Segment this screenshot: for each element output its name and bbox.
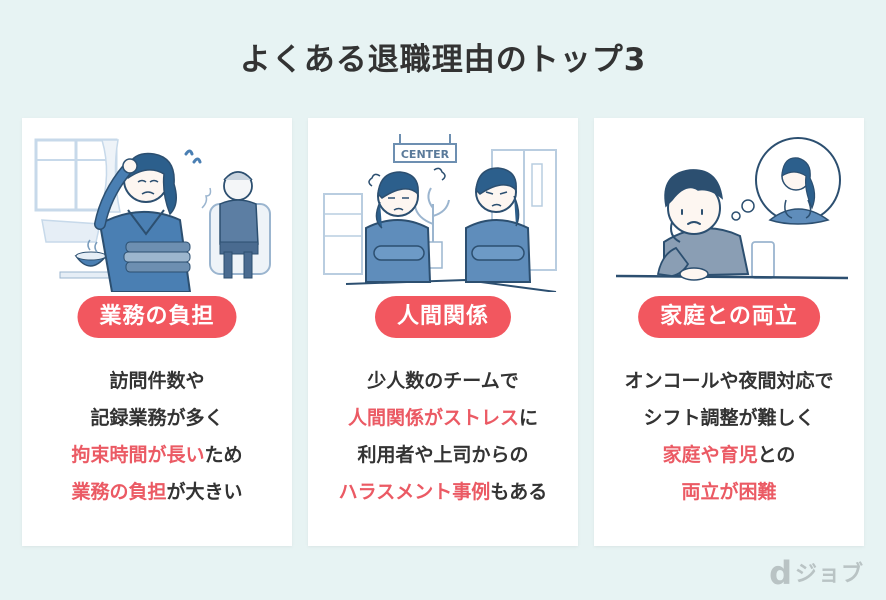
desc-line: オンコールや夜間対応で <box>594 363 864 400</box>
desc-highlight: ハラスメント事例 <box>338 481 491 503</box>
desc-text: 少人数のチームで <box>367 370 519 392</box>
desc-text: もある <box>490 481 548 503</box>
desc-text: オンコールや夜間対応で <box>624 370 834 392</box>
desc-text: 利用者や上司からの <box>357 444 529 466</box>
reason-badge: 家庭との両立 <box>638 296 820 338</box>
reason-card-family-balance: 家庭との両立 オンコールや夜間対応で シフト調整が難しく 家庭や育児との 両立が… <box>594 118 864 546</box>
child-thinking-illustration-icon <box>615 137 849 281</box>
desc-text: との <box>757 444 796 466</box>
desc-highlight: 業務の負担 <box>71 481 167 503</box>
desc-text: シフト調整が難しく <box>643 407 815 429</box>
stressed-nurse-illustration-icon <box>34 138 271 292</box>
desc-highlight: 拘束時間が長い <box>71 444 205 466</box>
desc-line: 業務の負担が大きい <box>22 474 292 511</box>
reason-card-relationships: CENTER 人間関係 少人数のチームで 人間関係 <box>308 118 578 546</box>
logo-mark: d <box>769 554 792 592</box>
reason-description: オンコールや夜間対応で シフト調整が難しく 家庭や育児との 両立が困難 <box>594 363 864 511</box>
page-title: よくある退職理由のトップ3 <box>239 42 647 78</box>
desc-line: 家庭や育児との <box>594 437 864 474</box>
desc-line: 記録業務が多く <box>22 400 292 437</box>
nurses-arguing-illustration-icon: CENTER <box>323 134 557 292</box>
desc-text: 訪問件数や <box>109 370 205 392</box>
reason-badge: 人間関係 <box>374 296 512 338</box>
logo-text: ジョブ <box>794 562 864 587</box>
desc-highlight: 家庭や育児 <box>662 444 758 466</box>
desc-text: に <box>519 407 539 429</box>
d-job-logo: d ジョブ <box>769 554 864 592</box>
desc-line: シフト調整が難しく <box>594 400 864 437</box>
desc-highlight: 人間関係がストレス <box>347 407 519 429</box>
reason-description: 少人数のチームで 人間関係がストレスに 利用者や上司からの ハラスメント事例もあ… <box>308 363 578 511</box>
desc-line: 少人数のチームで <box>308 363 578 400</box>
desc-line: 訪問件数や <box>22 363 292 400</box>
center-sign-text: CENTER <box>401 148 450 161</box>
reason-badge: 業務の負担 <box>77 296 237 338</box>
desc-line: 人間関係がストレスに <box>308 400 578 437</box>
desc-text: 記録業務が多く <box>90 407 224 429</box>
desc-line: 両立が困難 <box>594 474 864 511</box>
desc-line: 利用者や上司からの <box>308 437 578 474</box>
desc-highlight: 両立が困難 <box>681 481 777 503</box>
desc-text: ため <box>204 444 243 466</box>
reason-card-workload: 業務の負担 訪問件数や 記録業務が多く 拘束時間が長いため 業務の負担が大きい <box>22 118 292 546</box>
reason-description: 訪問件数や 記録業務が多く 拘束時間が長いため 業務の負担が大きい <box>22 363 292 511</box>
desc-line: ハラスメント事例もある <box>308 474 578 511</box>
desc-line: 拘束時間が長いため <box>22 437 292 474</box>
desc-text: が大きい <box>166 481 243 503</box>
